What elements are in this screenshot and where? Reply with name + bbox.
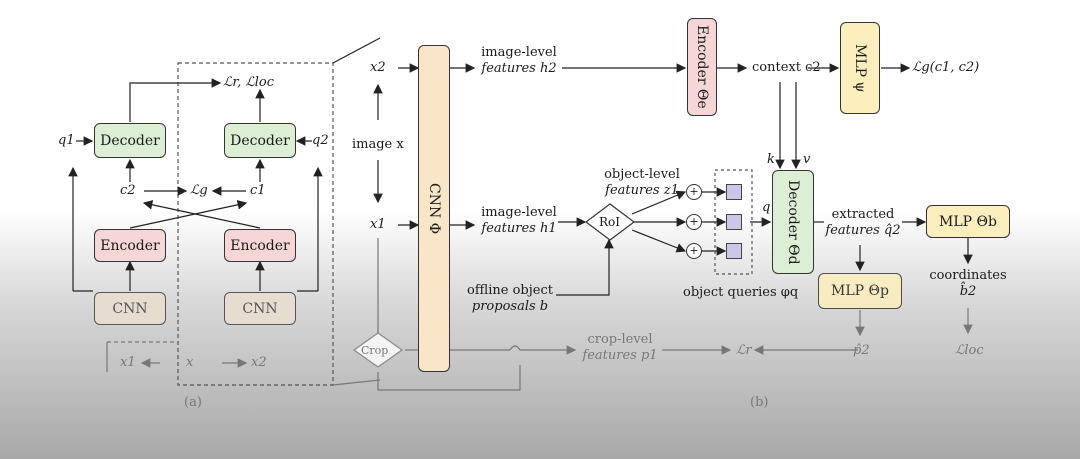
encoder-right-box: Encoder	[224, 229, 296, 262]
mlp-theta-p-label: MLP Θp	[831, 283, 889, 299]
add-node-2: +	[686, 214, 702, 230]
v-label: v	[803, 152, 811, 167]
image-x-label: image x	[352, 137, 404, 152]
crop-level-line2: features p1	[582, 348, 658, 363]
mlp-theta-b-label: MLP Θb	[939, 213, 997, 230]
caption-b: (b)	[750, 395, 769, 410]
coordinates-line2: b̂2	[959, 284, 977, 299]
q-label: q	[762, 200, 771, 215]
encoder-left-label: Encoder	[100, 237, 160, 254]
offline-line2: proposals b	[471, 299, 549, 314]
decoder-left-label: Decoder	[100, 132, 160, 149]
image-level-h2-line2: features h2	[481, 61, 557, 76]
decoder-theta-d-label: Decoder Θd	[785, 179, 801, 265]
roi-diamond	[585, 203, 635, 241]
object-level-line1: object-level	[604, 167, 680, 182]
offline-proposals-label: offline object proposals b	[462, 283, 558, 315]
decoder-right-box: Decoder	[224, 123, 296, 158]
x2-label-a: x2	[251, 355, 267, 370]
encoder-left-box: Encoder	[94, 229, 166, 262]
object-query-3	[726, 243, 742, 259]
x1-label-b: x1	[370, 217, 386, 232]
c2-label-a: c2	[120, 183, 136, 198]
image-level-h1-label: image-level features h1	[474, 205, 564, 237]
object-level-label: object-level features z1	[600, 167, 684, 199]
caption-a: (a)	[184, 395, 202, 410]
add-node-3: +	[686, 243, 702, 259]
crop-label: Crop	[361, 344, 389, 357]
l-r-label: ℒr	[736, 343, 752, 358]
x-label-a: x	[186, 355, 194, 370]
encoder-right-label: Encoder	[230, 237, 290, 254]
object-query-1	[726, 184, 742, 200]
lg-label-a: ℒg	[190, 183, 208, 198]
decoder-right-label: Decoder	[230, 132, 290, 149]
mlp-psi-label: MLP ψ	[852, 43, 868, 93]
l-loc-label: ℒloc	[955, 343, 984, 358]
object-level-line2: features z1	[605, 183, 679, 198]
loss-r-loc-label: ℒr, ℒloc	[223, 75, 275, 90]
cnn-left-label: CNN	[112, 300, 148, 317]
p-hat-label: p̂2	[853, 343, 870, 358]
c1-label-a: c1	[250, 183, 266, 198]
cnn-left-box: CNN	[94, 292, 166, 325]
image-level-h2-label: image-level features h2	[474, 45, 564, 77]
offline-line1: offline object	[467, 283, 553, 298]
add-node-1: +	[686, 184, 702, 200]
coordinates-label: coordinates b̂2	[925, 268, 1011, 300]
crop-level-line1: crop-level	[587, 332, 653, 347]
extracted-features-label: extracted features q̂2	[822, 207, 904, 239]
image-level-h2-line1: image-level	[481, 45, 557, 60]
coordinates-line1: coordinates	[929, 268, 1007, 283]
extracted-line1: extracted	[831, 207, 895, 222]
encoder-theta-e-box: Encoder Θe	[687, 18, 717, 116]
image-level-h1-line2: features h1	[481, 221, 557, 236]
object-queries-label: object queries φq	[683, 285, 799, 300]
extracted-line2: features q̂2	[825, 223, 901, 238]
x1-label-a: x1	[120, 355, 136, 370]
mlp-theta-b-box: MLP Θb	[926, 205, 1010, 238]
decoder-theta-d-box: Decoder Θd	[772, 170, 814, 274]
crop-diamond	[352, 332, 404, 368]
cnn-right-label: CNN	[242, 300, 278, 317]
encoder-theta-e-label: Encoder Θe	[694, 25, 710, 109]
cnn-phi-label: CNN Φ	[426, 182, 442, 235]
mlp-psi-box: MLP ψ	[840, 22, 880, 114]
x2-label-b: x2	[370, 60, 386, 75]
k-label: k	[767, 152, 775, 167]
cnn-phi-box: CNN Φ	[418, 45, 450, 372]
image-level-h1-line1: image-level	[481, 205, 557, 220]
cnn-right-box: CNN	[224, 292, 296, 325]
crop-level-label: crop-level features p1	[578, 332, 662, 364]
q2-label: q2	[312, 133, 329, 148]
context-c2-label: context c2	[752, 60, 821, 75]
lg-output-label: ℒg(c1, c2)	[912, 60, 980, 75]
mlp-theta-p-box: MLP Θp	[818, 273, 902, 309]
q1-label: q1	[58, 133, 75, 148]
object-query-2	[726, 214, 742, 230]
roi-label: RoI	[599, 215, 620, 229]
decoder-left-box: Decoder	[94, 123, 166, 158]
